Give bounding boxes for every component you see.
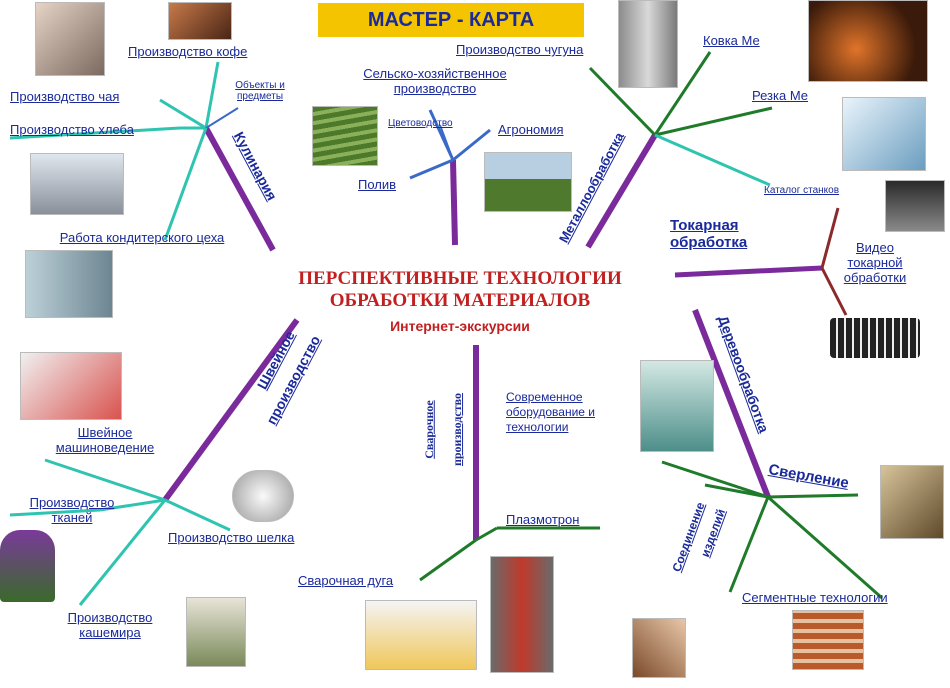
label-flowers[interactable]: Цветоводство bbox=[388, 118, 453, 129]
tractor-photo bbox=[484, 152, 572, 212]
label-bread[interactable]: Производство хлеба bbox=[10, 122, 134, 137]
goat-photo bbox=[186, 597, 246, 667]
label-sewing-machines[interactable]: Швейное машиноведение bbox=[55, 425, 155, 455]
drilling-photo bbox=[880, 465, 944, 539]
forging-photo bbox=[808, 0, 928, 82]
center-title: ПЕРСПЕКТИВНЫЕ ТЕХНОЛОГИИ ОБРАБОТКИ МАТЕР… bbox=[250, 268, 670, 312]
label-segment-tech[interactable]: Сегментные технологии bbox=[742, 590, 888, 605]
branch-metal bbox=[585, 133, 658, 249]
coffee-photo bbox=[168, 2, 232, 40]
plasmatron-diagram bbox=[490, 556, 554, 673]
label-catalog[interactable]: Каталог станков bbox=[764, 185, 840, 196]
label-watering[interactable]: Полив bbox=[358, 177, 397, 192]
branch-turning bbox=[674, 265, 823, 278]
label-tea[interactable]: Производство чая bbox=[10, 89, 120, 104]
label-silk[interactable]: Производство шелка bbox=[168, 530, 295, 545]
center-title-line-1: ПЕРСПЕКТИВНЫЕ ТЕХНОЛОГИИ bbox=[298, 268, 622, 289]
branch-label-turning[interactable]: Токарная обработка bbox=[670, 217, 748, 251]
label-forging[interactable]: Ковка Ме bbox=[703, 33, 760, 48]
equipment-photo bbox=[640, 360, 714, 452]
center-title-line-2: ОБРАБОТКИ МАТЕРИАЛОВ bbox=[329, 290, 591, 311]
weaver-figure bbox=[0, 530, 55, 602]
sewing-machine-diagram bbox=[20, 352, 122, 420]
video-film-icon[interactable] bbox=[830, 318, 920, 358]
label-cast-iron[interactable]: Производство чугуна bbox=[456, 42, 584, 57]
master-map-title: МАСТЕР - КАРТА bbox=[318, 3, 584, 37]
segment-photo bbox=[792, 610, 864, 670]
branch-agri bbox=[450, 159, 458, 246]
label-welding-arc[interactable]: Сварочная дуга bbox=[298, 573, 394, 588]
lathe-photo bbox=[885, 180, 945, 232]
label-objects[interactable]: Объекты и предметы bbox=[235, 80, 285, 102]
label-cashmere[interactable]: Производство кашемира bbox=[67, 610, 153, 640]
branch-label-welding-2[interactable]: производство bbox=[450, 392, 465, 467]
label-plasmatron[interactable]: Плазмотрон bbox=[506, 512, 580, 527]
welding-arc-diagram bbox=[365, 600, 477, 670]
label-fabric[interactable]: Производство тканей bbox=[29, 495, 115, 525]
bread-truck-photo bbox=[30, 153, 124, 215]
branch-label-welding-1[interactable]: Сварочное bbox=[421, 400, 436, 459]
furnace-photo bbox=[618, 0, 678, 88]
tea-photo bbox=[35, 2, 105, 76]
label-agronomy[interactable]: Агрономия bbox=[498, 122, 564, 137]
confectionery-photo bbox=[25, 250, 113, 318]
cutting-photo bbox=[842, 97, 926, 171]
label-agri[interactable]: Сельско-хозяйственное производство bbox=[363, 66, 507, 96]
label-modern-equipment[interactable]: Современное оборудование и технологии bbox=[506, 390, 595, 434]
label-cutting[interactable]: Резка Ме bbox=[752, 88, 809, 103]
branch-wood bbox=[692, 308, 771, 499]
joining-photo bbox=[632, 618, 686, 678]
branch-sewing bbox=[162, 318, 300, 502]
label-confectionery[interactable]: Работа кондитерского цеха bbox=[59, 230, 225, 245]
silk-photo bbox=[232, 470, 294, 522]
branch-culinary bbox=[203, 126, 276, 252]
label-coffee[interactable]: Производство кофе bbox=[128, 44, 248, 59]
label-turning-video[interactable]: Видео токарной обработки bbox=[843, 240, 907, 285]
field-photo bbox=[312, 106, 378, 166]
center-subtitle[interactable]: Интернет-экскурсии bbox=[390, 318, 530, 334]
